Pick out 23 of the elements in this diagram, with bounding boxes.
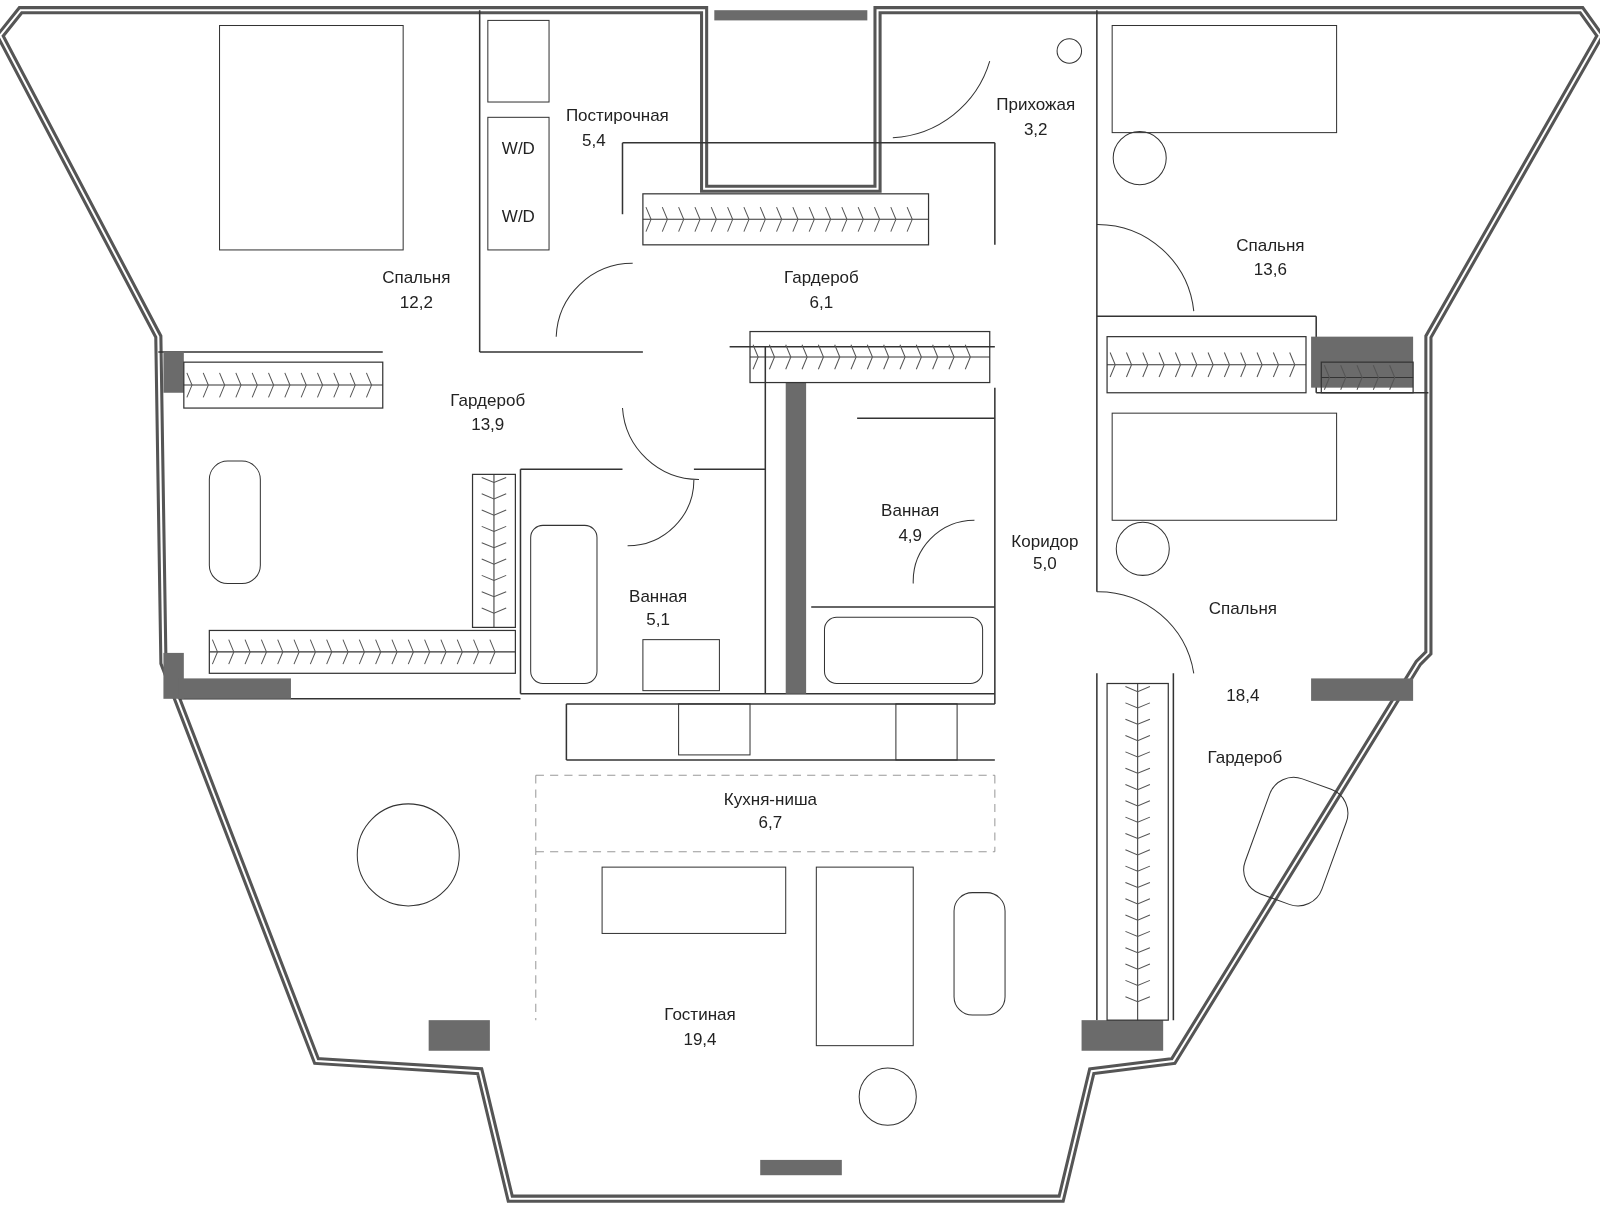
room-area: 4,9 [896, 526, 924, 544]
room-name: Спальня [1206, 599, 1279, 617]
room-area: 5,0 [1031, 554, 1059, 572]
room-area: 5,1 [644, 610, 672, 628]
room-name: Гостиная [662, 1005, 738, 1023]
appliance-label: W/D [499, 207, 537, 225]
room-name: Ванная [879, 501, 942, 519]
room-name: Спальня [1234, 236, 1307, 254]
room-area: 13,9 [469, 415, 507, 433]
room-area: 6,7 [756, 813, 785, 831]
room-name: Прихожая [994, 95, 1078, 113]
room-area: 3,2 [1021, 120, 1050, 138]
room-name: Коридор [1009, 532, 1081, 550]
room-name: Гардероб [448, 391, 528, 409]
room-area: 5,4 [580, 131, 608, 149]
room-area: 6,1 [807, 293, 836, 311]
room-area: 19,4 [681, 1030, 719, 1047]
room-name: Спальня [380, 268, 453, 286]
room-name: Гардероб [782, 268, 861, 286]
room-name: Гардероб [1205, 748, 1285, 766]
room-name: Ванная [627, 587, 690, 605]
appliance-label: W/D [499, 139, 537, 157]
room-area: 18,4 [1224, 686, 1262, 704]
